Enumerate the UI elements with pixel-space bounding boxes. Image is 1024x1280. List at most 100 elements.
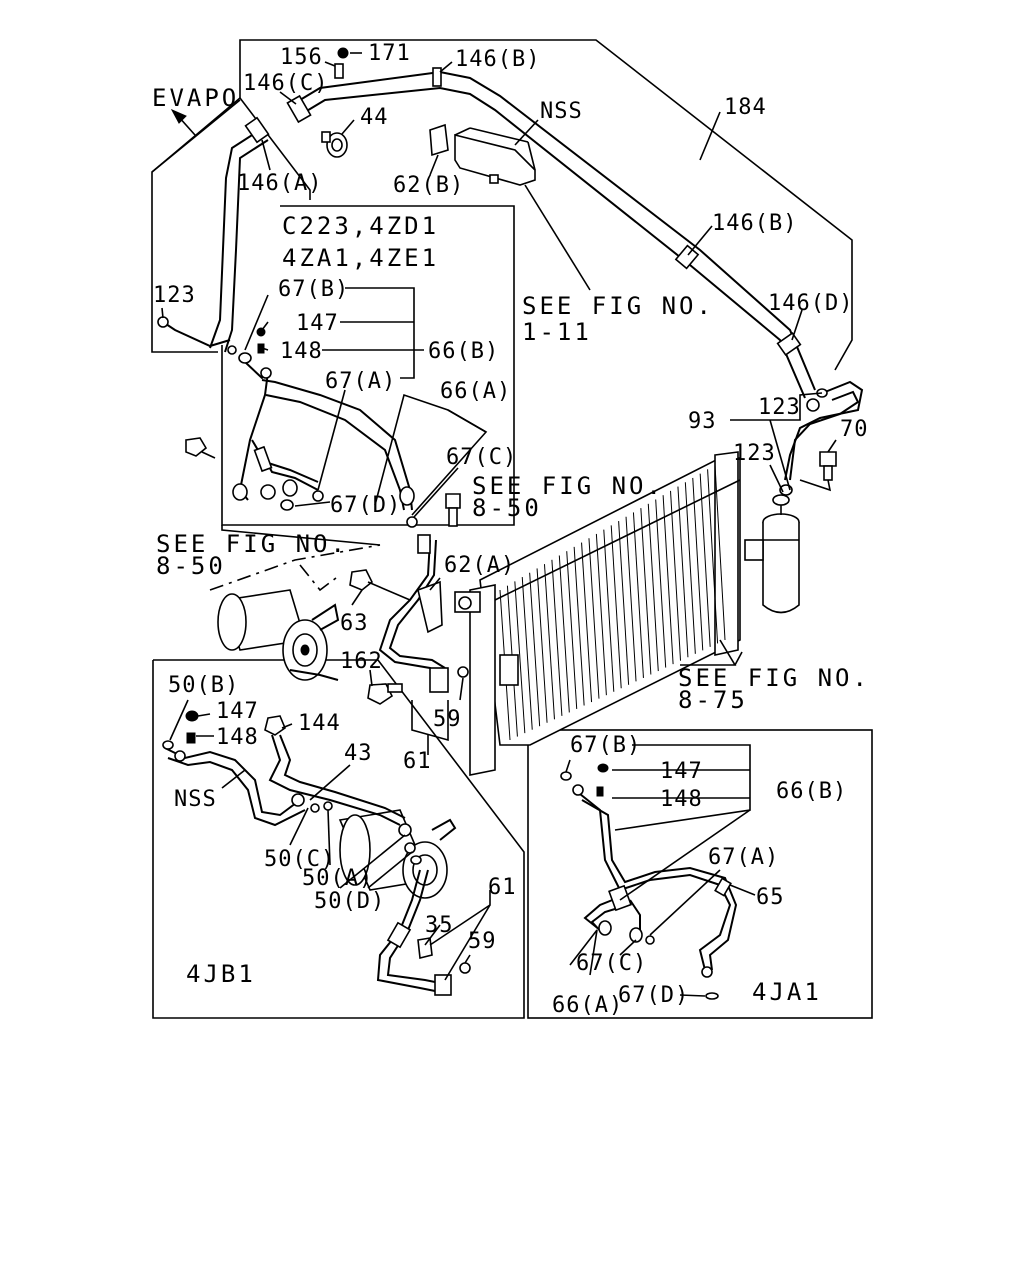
condenser-fin xyxy=(566,551,578,709)
condenser xyxy=(454,451,741,776)
label-146c: 146(C) xyxy=(243,71,328,96)
variant-box-c223 xyxy=(221,205,515,546)
label-156: 156 xyxy=(280,45,323,70)
condenser-fin xyxy=(640,508,652,675)
label-see-fig-1-11-num: 1-11 xyxy=(522,318,592,346)
label-144: 144 xyxy=(298,711,341,736)
label-148-right: 148 xyxy=(660,787,703,812)
label-see-fig-8-50-right-num: 8-50 xyxy=(472,494,542,522)
condenser-fin xyxy=(558,555,570,713)
callout-labels: EVAPO 156 171 146(C) 146(B) 44 NSS 184 1… xyxy=(152,41,870,1018)
variant-box-4jb1 xyxy=(152,659,525,1019)
label-variant-4ja1: 4JA1 xyxy=(752,978,822,1006)
label-184: 184 xyxy=(724,95,767,120)
label-see-fig-8-75-num: 8-75 xyxy=(678,686,748,714)
condenser-fin xyxy=(670,490,682,661)
label-nss-top: NSS xyxy=(540,99,583,124)
condenser-fin xyxy=(603,529,615,692)
condenser-fin xyxy=(618,521,630,685)
label-35: 35 xyxy=(425,913,454,938)
label-123-right1: 123 xyxy=(758,395,801,420)
label-66a-right: 66(A) xyxy=(552,993,623,1018)
label-variant-4jb1: 4JB1 xyxy=(186,960,256,988)
condenser-fin xyxy=(655,499,667,668)
bolt-70 xyxy=(819,451,837,481)
condenser-fin xyxy=(677,486,689,658)
condenser-fin xyxy=(514,581,526,734)
condenser-fin xyxy=(521,577,533,730)
label-see-fig-8-50-right: SEE FIG NO. xyxy=(472,472,664,500)
condenser-fin xyxy=(588,538,600,699)
condenser-fin xyxy=(581,542,593,703)
label-67b-top: 67(B) xyxy=(278,277,349,302)
label-66a-top: 66(A) xyxy=(440,379,511,404)
label-nss-left: NSS xyxy=(174,787,217,812)
label-146d: 146(D) xyxy=(768,291,853,316)
label-146a: 146(A) xyxy=(237,171,322,196)
label-variant-4za1: 4ZA1,4ZE1 xyxy=(282,244,439,272)
label-147-right: 147 xyxy=(660,759,703,784)
condenser-fin xyxy=(543,564,555,720)
label-50d: 50(D) xyxy=(314,889,385,914)
label-67d-top: 67(D) xyxy=(330,493,401,518)
label-63: 63 xyxy=(340,611,369,636)
condenser-fin xyxy=(529,572,541,727)
label-148-top: 148 xyxy=(280,339,323,364)
label-61-left: 61 xyxy=(488,875,517,900)
label-50c: 50(C) xyxy=(264,847,335,872)
label-65: 65 xyxy=(756,885,785,910)
condenser-fin xyxy=(684,482,696,654)
condenser-fin xyxy=(625,516,637,682)
bolt-left xyxy=(185,437,216,459)
label-59-left: 59 xyxy=(468,929,497,954)
label-148-left: 148 xyxy=(216,725,259,750)
grommet-44 xyxy=(321,131,348,158)
condenser-fin xyxy=(647,503,659,672)
label-43: 43 xyxy=(344,741,373,766)
bolt-67c-top xyxy=(445,493,461,527)
label-67d-right: 67(D) xyxy=(618,983,689,1008)
label-62a: 62(A) xyxy=(444,553,515,578)
label-67b-right: 67(B) xyxy=(570,733,641,758)
label-93: 93 xyxy=(688,409,717,434)
label-66b-top: 66(B) xyxy=(428,339,499,364)
label-44: 44 xyxy=(360,105,389,130)
label-50a: 50(A) xyxy=(302,866,373,891)
label-59-mid: 59 xyxy=(433,707,462,732)
nss-module xyxy=(429,123,536,186)
4jb1-hoses xyxy=(162,710,471,996)
label-123-left: 123 xyxy=(153,283,196,308)
label-67a-top: 67(A) xyxy=(325,369,396,394)
condenser-fin xyxy=(632,512,644,678)
label-see-fig-1-11: SEE FIG NO. xyxy=(522,292,714,320)
label-67c-right: 67(C) xyxy=(576,951,647,976)
label-67c-top: 67(C) xyxy=(446,445,517,470)
variant-box-4ja1 xyxy=(527,729,873,1019)
label-61-mid: 61 xyxy=(403,749,432,774)
label-70: 70 xyxy=(840,417,869,442)
compressor-top xyxy=(217,589,340,681)
4ja1-hoses xyxy=(560,763,738,1000)
label-see-fig-8-75: SEE FIG NO. xyxy=(678,664,870,692)
label-66b-right: 66(B) xyxy=(776,779,847,804)
condenser-fin xyxy=(699,473,711,647)
label-variant-c223: C223,4ZD1 xyxy=(282,212,439,240)
c223-hoses xyxy=(232,327,418,528)
condenser-fin xyxy=(662,495,674,665)
condenser-fin xyxy=(714,464,726,641)
leader-lines xyxy=(161,52,837,997)
label-146b-top: 146(B) xyxy=(455,47,540,72)
label-evapo: EVAPO xyxy=(152,84,239,112)
label-146b-mid: 146(B) xyxy=(712,211,797,236)
label-see-fig-8-50-left: SEE FIG NO. xyxy=(156,530,348,558)
receiver-drier xyxy=(744,494,800,614)
label-67a-right: 67(A) xyxy=(708,845,779,870)
condenser-fin xyxy=(595,533,607,696)
discharge-pipe-61 xyxy=(378,534,469,693)
condenser-fin xyxy=(707,469,719,644)
label-171: 171 xyxy=(368,41,411,66)
label-147-left: 147 xyxy=(216,699,259,724)
evapo-arrow-icon xyxy=(170,108,196,136)
condenser-fin xyxy=(536,568,548,723)
